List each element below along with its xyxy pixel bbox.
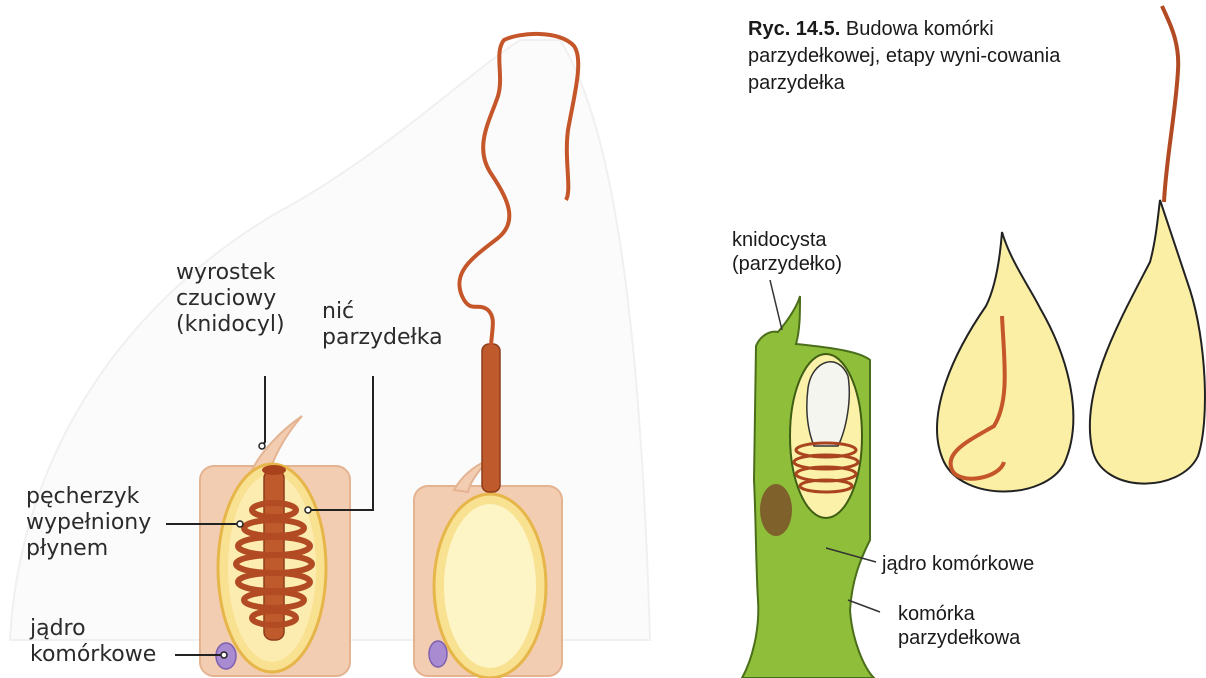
figure-caption: Ryc. 14.5. Budowa komórki parzydełkowej,… <box>748 16 1078 97</box>
label-nucleus: jądro komórkowe <box>30 616 156 668</box>
right-capsule-body <box>1090 200 1205 484</box>
capsule-operculum <box>807 362 849 446</box>
vesicle-2-inner <box>444 504 536 668</box>
green-nucleus <box>760 484 792 536</box>
label-knidocyl: wyrostek czuciowy (knidocyl) <box>176 260 285 338</box>
right-capsule <box>1090 6 1205 484</box>
label-nucleus-right: jądro komórkowe <box>882 552 1034 576</box>
discharged-thread-base <box>482 344 500 492</box>
cell-nucleus-2 <box>429 641 447 667</box>
caption-number: Ryc. 14.5. <box>748 18 840 40</box>
thread-cap <box>262 465 286 475</box>
right-thread <box>1162 6 1178 202</box>
label-cnidocyst: knidocysta (parzydełko) <box>732 228 842 276</box>
green-cnidocyte <box>742 296 874 678</box>
label-cnidocyte-cell: komórka parzydełkowa <box>898 602 1020 650</box>
middle-capsule <box>937 232 1073 492</box>
label-thread: nić parzydełka <box>322 299 443 351</box>
label-vesicle: pęcherzyk wypełniony płynem <box>26 484 151 562</box>
